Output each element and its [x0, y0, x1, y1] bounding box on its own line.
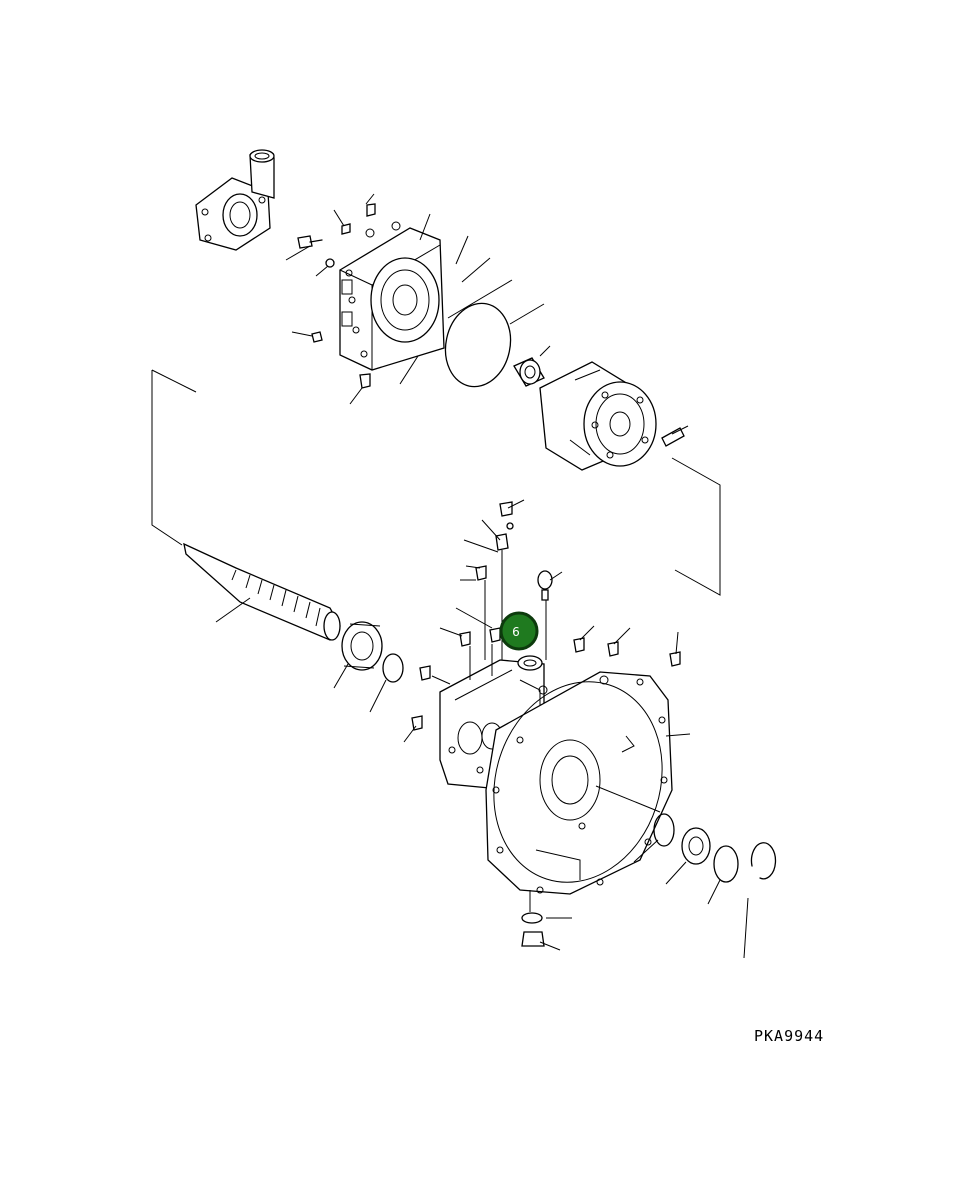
- leader-lines: [215, 193, 749, 959]
- assembly-frame-lines: [151, 369, 721, 596]
- small-bearing-part: [513, 357, 545, 387]
- drive-shaft-part: [183, 542, 341, 641]
- valve-block-part: [339, 221, 445, 371]
- valve-block-bolts: [297, 203, 376, 389]
- drain-plug-part: [521, 890, 545, 947]
- callout-marker[interactable]: 6: [499, 611, 539, 651]
- cylinder-block-part: [539, 361, 657, 471]
- case-bolts: [411, 501, 681, 731]
- shaft-bearing-part: [341, 621, 383, 671]
- housing-plate-part: [485, 671, 673, 895]
- pipe-flange-part: [195, 149, 275, 251]
- seal-rings-part: [653, 813, 777, 883]
- pin-part: [661, 427, 685, 447]
- snap-ring-part: [382, 653, 404, 683]
- callout-marker-label: 6: [512, 625, 520, 639]
- drawing-code: PKA9944: [754, 1027, 824, 1045]
- o-ring-part: [444, 302, 512, 388]
- callout-marker-circle[interactable]: [499, 611, 539, 651]
